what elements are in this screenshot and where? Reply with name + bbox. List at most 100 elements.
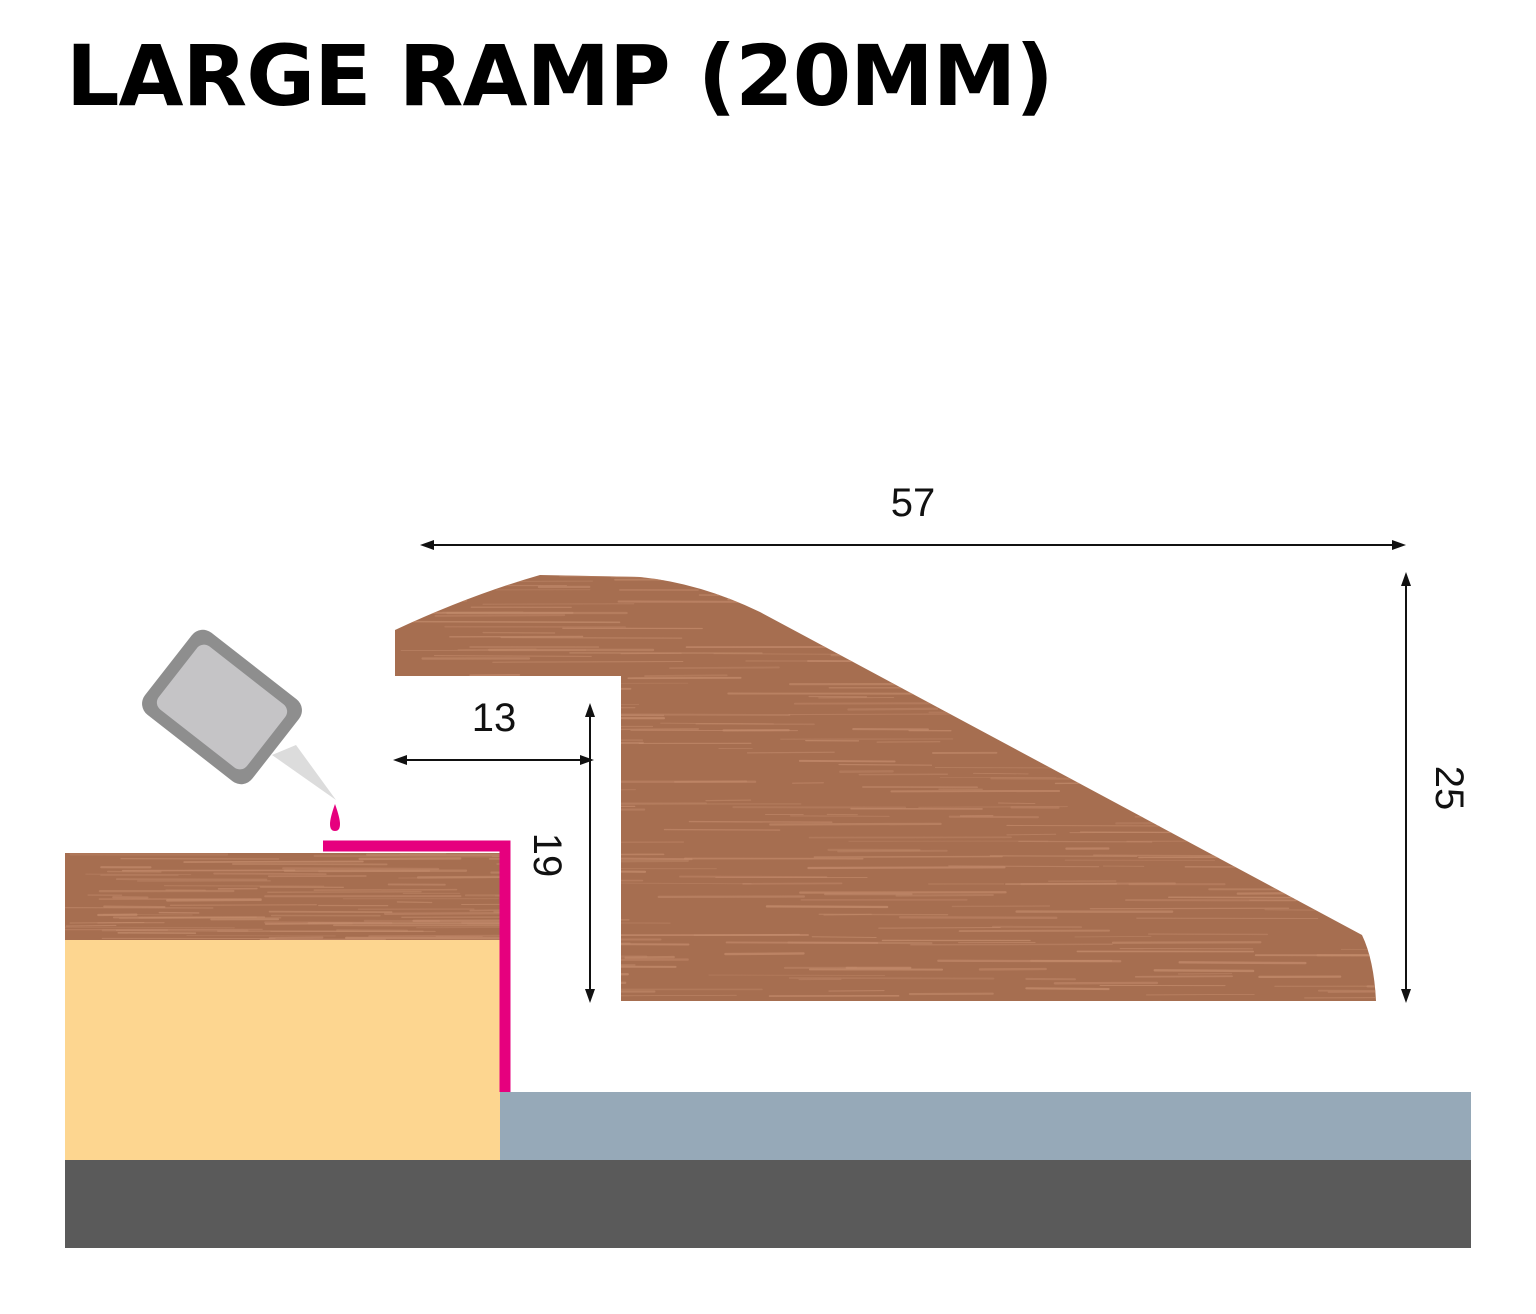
wood-grain-streak bbox=[1006, 824, 1203, 827]
wood-grain-streak bbox=[1089, 907, 1290, 910]
arrowhead bbox=[393, 755, 407, 765]
wood-grain-streak bbox=[898, 916, 1058, 920]
wood-grain-streak bbox=[1086, 591, 1191, 594]
wood-grain-streak bbox=[368, 934, 500, 938]
arrowhead bbox=[420, 540, 434, 550]
wood-grain-streak bbox=[1279, 683, 1376, 686]
wood-grain-streak bbox=[827, 585, 879, 588]
wood-grain-streak bbox=[313, 888, 458, 891]
wood-grain-streak bbox=[507, 980, 627, 984]
wood-grain-streak bbox=[953, 618, 1156, 621]
wood-grain-streak bbox=[842, 632, 926, 636]
wood-grain-streak bbox=[395, 786, 528, 789]
wood-grain-streak bbox=[971, 623, 1103, 626]
wood-grain-streak bbox=[434, 614, 566, 617]
wood-grain-streak bbox=[644, 674, 728, 677]
wood-grain-streak bbox=[1332, 773, 1376, 776]
wood-grain-streak bbox=[1148, 742, 1244, 746]
wood-grain-streak bbox=[489, 827, 573, 830]
wood-grain-streak bbox=[677, 570, 761, 571]
wood-grain-streak bbox=[791, 781, 824, 785]
wood-grain-streak bbox=[1134, 975, 1233, 978]
wood-grain-streak bbox=[1073, 700, 1211, 703]
wood-grain-streak bbox=[166, 898, 262, 902]
wood-grain-streak bbox=[1347, 709, 1376, 712]
wood-grain-streak bbox=[1368, 632, 1376, 635]
wood-grain-streak bbox=[511, 814, 557, 818]
wood-grain-streak bbox=[268, 910, 393, 914]
wood-grain-streak bbox=[1276, 764, 1376, 767]
wood-grain-streak bbox=[1108, 625, 1163, 629]
glue-bottle-icon bbox=[142, 629, 340, 831]
wood-grain-streak bbox=[1128, 779, 1216, 783]
wood-grain-streak bbox=[572, 703, 640, 706]
wood-grain-streak bbox=[405, 753, 520, 756]
wood-grain-streak bbox=[858, 1005, 1000, 1006]
wood-grain-streak bbox=[788, 977, 995, 980]
dimension-lines bbox=[399, 544, 1407, 999]
wood-grain-streak bbox=[663, 828, 781, 831]
wood-grain-streak bbox=[998, 686, 1100, 689]
wood-grain-streak bbox=[69, 921, 145, 924]
wood-grain-streak bbox=[479, 573, 536, 574]
wood-grain-streak bbox=[1104, 719, 1215, 722]
wood-grain-streak bbox=[396, 901, 433, 904]
wood-grain-streak bbox=[1299, 573, 1478, 574]
wood-grain-streak bbox=[1169, 581, 1301, 584]
wood-grain-streak bbox=[1116, 763, 1266, 767]
glue-bottle-nozzle-stream bbox=[272, 745, 336, 800]
wood-grain-streak bbox=[412, 580, 593, 583]
wood-grain-streak bbox=[163, 885, 325, 887]
glue-bottle-window bbox=[156, 644, 288, 770]
wood-grain-streak bbox=[213, 872, 327, 876]
wood-grain-streak bbox=[1153, 969, 1255, 973]
wood-grain-streak bbox=[811, 936, 877, 938]
wood-grain-streak bbox=[477, 802, 590, 805]
wood-grain-streak bbox=[395, 688, 510, 692]
wood-grain-streak bbox=[724, 952, 805, 956]
wood-grain-streak bbox=[818, 609, 880, 612]
floorboard-grain bbox=[65, 853, 500, 940]
wood-grain-streak bbox=[1366, 985, 1376, 989]
wood-grain-streak bbox=[487, 942, 690, 946]
wood-grain-streak bbox=[895, 893, 994, 897]
wood-grain-streak bbox=[1198, 679, 1360, 683]
wood-grain-streak bbox=[688, 820, 833, 823]
wood-grain-streak bbox=[798, 759, 896, 763]
wood-grain-streak bbox=[1129, 589, 1190, 591]
wood-grain-streak bbox=[183, 860, 364, 863]
wood-grain-streak bbox=[419, 802, 460, 806]
wood-grain-streak bbox=[928, 711, 1047, 714]
lower-floor-surface bbox=[499, 1092, 1471, 1160]
wood-grain-streak bbox=[1317, 726, 1352, 729]
dimension-label-width: 57 bbox=[891, 481, 936, 525]
wood-grain-streak bbox=[456, 688, 565, 692]
wood-grain-streak bbox=[412, 919, 500, 923]
dimension-label-lip-height: 19 bbox=[525, 833, 569, 878]
wood-grain-streak bbox=[937, 959, 1122, 963]
wood-grain-streak bbox=[1006, 833, 1057, 836]
wood-grain-streak bbox=[1244, 754, 1376, 758]
wood-grain-streak bbox=[383, 912, 500, 915]
wood-grain-streak bbox=[282, 867, 440, 870]
dimension-label-height: 25 bbox=[1427, 766, 1471, 811]
wood-grain-streak bbox=[449, 777, 549, 780]
wood-grain-streak bbox=[978, 648, 1163, 651]
wood-grain-streak bbox=[65, 926, 235, 929]
wood-grain-streak bbox=[833, 575, 876, 577]
wood-grain-streak bbox=[1184, 866, 1361, 869]
wood-grain-streak bbox=[1024, 601, 1170, 604]
wood-grain-streak bbox=[918, 805, 1068, 808]
wood-grain-streak bbox=[602, 713, 791, 716]
wood-grain-streak bbox=[1297, 847, 1376, 850]
wood-grain-streak bbox=[837, 849, 948, 853]
wood-grain-streak bbox=[1374, 969, 1376, 973]
wood-grain-streak bbox=[500, 637, 683, 639]
wood-grain-streak bbox=[998, 802, 1036, 805]
ramp-body bbox=[395, 575, 1376, 1001]
wood-grain-streak bbox=[1074, 935, 1152, 938]
wood-grain-streak bbox=[1355, 816, 1376, 819]
existing-floorboard bbox=[65, 853, 500, 940]
wood-grain-streak bbox=[769, 822, 942, 826]
